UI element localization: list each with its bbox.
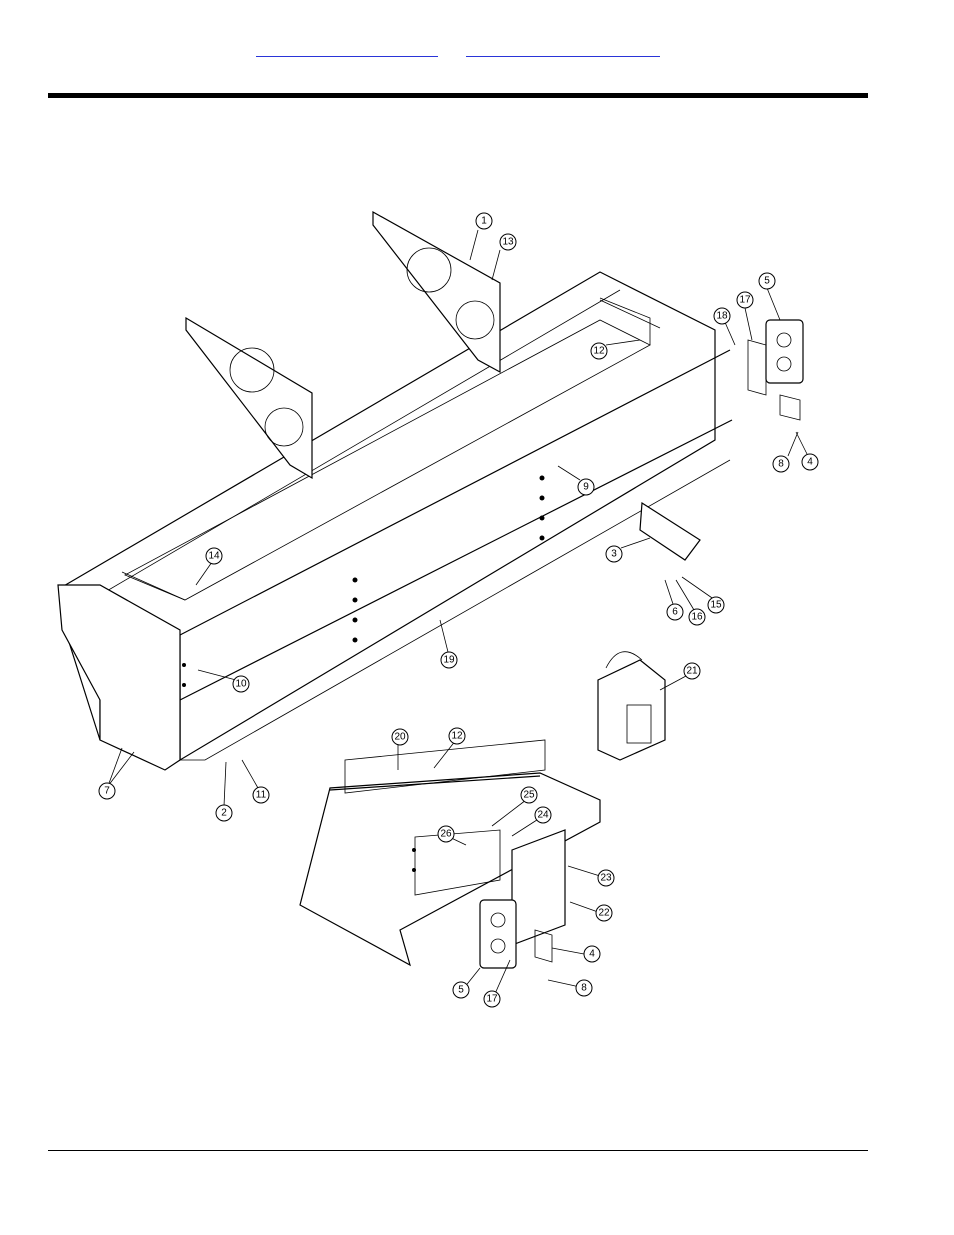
callout-6: 6 xyxy=(666,603,684,621)
hopper-line-art xyxy=(57,210,809,997)
svg-text:25: 25 xyxy=(523,790,535,801)
nav-link-1[interactable] xyxy=(256,44,438,57)
svg-text:19: 19 xyxy=(443,655,455,666)
callout-12b: 12 xyxy=(448,727,466,745)
svg-text:22: 22 xyxy=(598,908,610,919)
callout-8b: 8 xyxy=(575,979,593,997)
svg-text:13: 13 xyxy=(502,237,514,248)
callout-13: 13 xyxy=(499,233,517,251)
svg-text:18: 18 xyxy=(716,311,728,322)
svg-text:7: 7 xyxy=(104,786,110,797)
svg-text:1: 1 xyxy=(481,216,487,227)
callout-22: 22 xyxy=(595,904,613,922)
svg-text:8: 8 xyxy=(778,459,784,470)
svg-text:3: 3 xyxy=(611,549,617,560)
callout-15: 15 xyxy=(707,596,725,614)
callout-10: 10 xyxy=(232,675,250,693)
callout-17b: 17 xyxy=(483,990,501,1008)
header-rule xyxy=(48,93,868,98)
callout-26: 26 xyxy=(437,825,455,843)
svg-text:5: 5 xyxy=(764,276,770,287)
svg-text:5: 5 xyxy=(458,985,464,996)
callout-20: 20 xyxy=(391,728,409,746)
callout-7: 7 xyxy=(98,782,116,800)
svg-text:8: 8 xyxy=(581,983,587,994)
callout-3: 3 xyxy=(605,545,623,563)
callout-1: 1 xyxy=(475,212,493,230)
callout-4b: 4 xyxy=(583,945,601,963)
callout-8: 8 xyxy=(772,455,790,473)
svg-text:17: 17 xyxy=(486,994,498,1005)
svg-text:12: 12 xyxy=(451,731,463,742)
callout-9: 9 xyxy=(577,478,595,496)
svg-text:14: 14 xyxy=(208,551,220,562)
svg-text:16: 16 xyxy=(691,612,703,623)
svg-text:21: 21 xyxy=(686,666,698,677)
nav-link-2[interactable] xyxy=(466,44,660,57)
svg-text:11: 11 xyxy=(256,790,267,801)
svg-text:24: 24 xyxy=(537,810,549,821)
svg-text:6: 6 xyxy=(672,607,678,618)
callout-16: 16 xyxy=(688,608,706,626)
callout-19: 19 xyxy=(440,651,458,669)
svg-text:2: 2 xyxy=(221,808,227,819)
callout-5b: 5 xyxy=(452,981,470,999)
svg-text:4: 4 xyxy=(589,949,595,960)
parts-diagram: 1 13 12 18 17 5 8 4 9 3 6 16 15 14 10 19… xyxy=(48,196,838,1022)
callout-4: 4 xyxy=(801,453,819,471)
callout-5: 5 xyxy=(758,272,776,290)
svg-text:20: 20 xyxy=(394,732,406,743)
callout-17: 17 xyxy=(736,291,754,309)
callout-25: 25 xyxy=(520,786,538,804)
svg-text:26: 26 xyxy=(440,829,452,840)
svg-text:12: 12 xyxy=(593,346,605,357)
svg-text:4: 4 xyxy=(807,457,813,468)
callout-23: 23 xyxy=(597,869,615,887)
callout-21: 21 xyxy=(683,662,701,680)
callout-18: 18 xyxy=(713,307,731,325)
svg-text:17: 17 xyxy=(739,295,751,306)
callout-14: 14 xyxy=(205,547,223,565)
callout-24: 24 xyxy=(534,806,552,824)
svg-text:9: 9 xyxy=(583,482,589,493)
callout-11: 11 xyxy=(252,786,270,804)
svg-text:15: 15 xyxy=(710,600,722,611)
svg-text:23: 23 xyxy=(600,873,612,884)
callout-12: 12 xyxy=(590,342,608,360)
svg-text:10: 10 xyxy=(235,679,247,690)
callout-2: 2 xyxy=(215,804,233,822)
footer-rule xyxy=(48,1150,868,1151)
